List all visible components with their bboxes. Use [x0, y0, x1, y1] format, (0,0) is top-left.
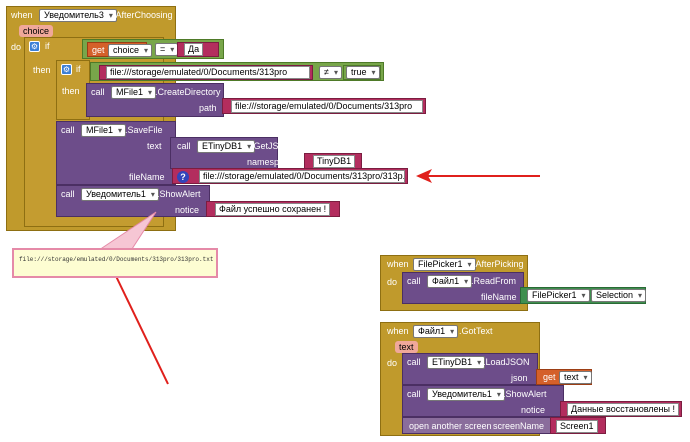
- call-keyword: call: [91, 87, 105, 97]
- method-name: .ReadFrom: [471, 276, 517, 286]
- when-keyword: when: [387, 259, 409, 269]
- screen-string[interactable]: Screen1: [556, 420, 598, 433]
- text-block-notice-2[interactable]: Данные восстановлены !: [560, 401, 682, 417]
- call-keyword: call: [407, 357, 421, 367]
- true-block[interactable]: true: [343, 65, 381, 80]
- when-keyword: when: [11, 10, 33, 20]
- text-block-yes[interactable]: Да: [177, 42, 219, 57]
- filepicker1-getter-dropdown[interactable]: FilePicker1: [527, 289, 590, 302]
- method-name: .ShowAlert: [157, 189, 201, 199]
- path-string-1[interactable]: file:///storage/emulated/0/Documents/313…: [106, 66, 310, 79]
- comment-question-icon[interactable]: ?: [177, 171, 189, 183]
- text-block-namespace[interactable]: TinyDB1: [304, 153, 362, 169]
- method-name: .GetJSON: [251, 141, 293, 151]
- method-name: .SaveFile: [125, 125, 163, 135]
- tooltip-text: file:///storage/emulated/0/Documents/313…: [19, 256, 214, 263]
- filename-socket-label: fileName: [129, 172, 165, 182]
- open-another-screen-block[interactable]: open another screen screenName: [402, 417, 554, 434]
- do-keyword: do: [387, 277, 398, 287]
- call-keyword: call: [61, 189, 75, 199]
- red-arrow-to-tooltip: [113, 271, 169, 385]
- component-dropdown[interactable]: Уведомитель3: [39, 9, 117, 22]
- path-socket-label: path: [199, 103, 217, 113]
- param-choice[interactable]: choice: [19, 25, 54, 37]
- text-block-filename[interactable]: ? file:///storage/emulated/0/Documents/3…: [172, 168, 408, 184]
- selection-getter-block[interactable]: FilePicker1 Selection: [520, 287, 647, 304]
- load-json-call[interactable]: call ETinyDB1 .LoadJSON json: [402, 353, 538, 385]
- text-block-notice[interactable]: Файл успешно сохранен !: [206, 201, 340, 217]
- method-name: .CreateDirectory: [155, 87, 221, 97]
- event-name: .AfterChoosing: [113, 10, 173, 20]
- namespace-string[interactable]: TinyDB1: [313, 155, 356, 168]
- call-keyword: call: [177, 141, 191, 151]
- show-alert-call-2[interactable]: call Уведомитель1 .ShowAlert notice: [402, 385, 564, 417]
- compare-block-eq[interactable]: get choice = Да: [82, 39, 224, 59]
- compare-block-neq[interactable]: file:///storage/emulated/0/Documents/313…: [90, 62, 384, 81]
- text-socket-label: text: [147, 141, 162, 151]
- notice-string-2[interactable]: Данные восстановлены !: [567, 403, 679, 416]
- notice-socket-label: notice: [175, 205, 200, 215]
- json-socket-label: json: [511, 373, 528, 383]
- selection-property-dropdown[interactable]: Selection: [591, 289, 647, 302]
- text-block-path1[interactable]: file:///storage/emulated/0/Documents/313…: [99, 65, 313, 80]
- path-string-2[interactable]: file:///storage/emulated/0/Documents/313…: [231, 100, 423, 113]
- filepicker1-dropdown[interactable]: FilePicker1: [413, 258, 476, 271]
- mfile1-dropdown[interactable]: MFile1: [111, 86, 157, 99]
- call-keyword: call: [61, 125, 75, 135]
- etinydb1-dropdown[interactable]: ETinyDB1: [427, 356, 486, 369]
- call-keyword: call: [407, 276, 421, 286]
- method-name: .LoadJSON: [483, 357, 530, 367]
- when-keyword: when: [387, 326, 409, 336]
- namespace-socket-label: namespace: [247, 157, 294, 167]
- open-screen-keyword: open another screen: [409, 421, 492, 431]
- var-text-dropdown[interactable]: text: [559, 371, 592, 384]
- true-dropdown[interactable]: true: [346, 66, 380, 79]
- neq-operator-dropdown[interactable]: ≠: [319, 66, 342, 79]
- filename-tooltip: file:///storage/emulated/0/Documents/313…: [12, 248, 218, 278]
- get-json-call[interactable]: call ETinyDB1 .GetJSON namespace: [170, 137, 294, 169]
- param-text[interactable]: text: [395, 341, 418, 353]
- do-keyword: do: [387, 358, 398, 368]
- filename-string[interactable]: file:///storage/emulated/0/Documents/313…: [199, 170, 405, 183]
- notifier1-dropdown[interactable]: Уведомитель1: [81, 188, 159, 201]
- show-alert-call[interactable]: call Уведомитель1 .ShowAlert notice: [56, 185, 210, 217]
- method-name: .ShowAlert: [503, 389, 547, 399]
- then-keyword: then: [62, 86, 80, 96]
- file1-dropdown[interactable]: Файл1: [427, 275, 473, 288]
- filename-socket-label: fileName: [481, 292, 517, 302]
- event-name: .AfterPicking: [473, 259, 524, 269]
- get-choice-block[interactable]: get choice: [87, 42, 153, 57]
- event-name: .GotText: [459, 326, 493, 336]
- do-keyword: do: [11, 42, 22, 52]
- red-arrowhead-filename: [416, 169, 432, 183]
- if-keyword: if: [76, 64, 81, 74]
- etinydb1-dropdown[interactable]: ETinyDB1: [197, 140, 256, 153]
- get-keyword: get: [92, 45, 105, 55]
- mutator-gear-icon[interactable]: ⚙: [61, 64, 72, 75]
- notifier1-dropdown[interactable]: Уведомитель1: [427, 388, 505, 401]
- get-text-block[interactable]: get text: [536, 369, 592, 385]
- file1-dropdown[interactable]: Файл1: [413, 325, 459, 338]
- if-keyword: if: [45, 41, 50, 51]
- then-keyword: then: [33, 65, 51, 75]
- mfile1-dropdown[interactable]: MFile1: [81, 124, 127, 137]
- mutator-gear-icon[interactable]: ⚙: [29, 41, 40, 52]
- read-from-call[interactable]: call Файл1 .ReadFrom fileName: [402, 272, 524, 304]
- var-choice-dropdown[interactable]: choice: [108, 44, 153, 57]
- call-keyword: call: [407, 389, 421, 399]
- tooltip-callout-pointer: [94, 211, 157, 253]
- notice-socket-label: notice: [521, 405, 546, 415]
- get-keyword: get: [543, 372, 556, 382]
- notice-string[interactable]: Файл успешно сохранен !: [215, 203, 331, 216]
- yes-string[interactable]: Да: [184, 43, 204, 56]
- text-block-path2[interactable]: file:///storage/emulated/0/Documents/313…: [222, 98, 426, 114]
- if-block-inner[interactable]: ⚙ if then: [56, 60, 90, 120]
- text-block-screen[interactable]: Screen1: [550, 417, 606, 434]
- screen-name-socket-label: screenName: [493, 421, 545, 431]
